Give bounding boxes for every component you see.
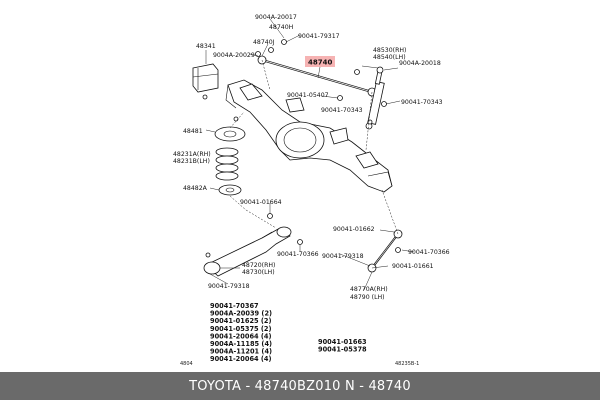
figure-id-left: 4804: [180, 361, 193, 367]
label-48740J: 48740J: [253, 39, 275, 46]
label-90041-01662: 90041-01662: [333, 226, 375, 233]
label-90041-79318-a: 90041-79318: [208, 283, 250, 290]
legend-left-row-1: 9004A-20039 (2): [210, 310, 272, 318]
legend-left-row-0: 90041-70367: [210, 302, 259, 310]
label-48740H: 48740H: [269, 24, 294, 31]
footer-bar: TOYOTA - 48740BZ010 N - 48740: [0, 372, 600, 400]
label-90041-79318-b: 90041-79318: [322, 253, 364, 260]
legend-left-row-5: 9004A-11185 (4): [210, 340, 272, 348]
legend-right-row-1: 90041-05378: [318, 346, 367, 354]
label-90041-70366-a: 90041-70366: [277, 251, 319, 258]
label-48720: 48720(RH): [242, 262, 275, 269]
label-48341: 48341: [196, 43, 216, 50]
label-90041-70343-b: 90041-70343: [401, 99, 443, 106]
dashed-guides: [229, 59, 399, 235]
legend-left-row-4: 90041-20064 (4): [210, 332, 272, 340]
legend-left-row-6: 9004A-11201 (4): [210, 348, 272, 356]
parts-diagram: 48740: [173, 14, 450, 367]
hardware: [205, 39, 401, 258]
label-9004A-20029: 9004A-20029: [213, 52, 255, 59]
highlight-part-number: 48740: [308, 59, 332, 67]
legend-right-row-0: 90041-01663: [318, 338, 367, 346]
label-90041-05407: 90041-05407: [287, 92, 329, 99]
bushing-48341: [192, 63, 219, 100]
figure-id-right: 48235B-1: [395, 361, 419, 367]
highlight-box: 48740: [305, 56, 335, 79]
spring-insulator: [218, 184, 242, 196]
label-90041-01664: 90041-01664: [240, 199, 282, 206]
footer-text: TOYOTA - 48740BZ010 N - 48740: [189, 378, 411, 394]
part-labels: 9004A-20017 48740H 90041-79317 48740J 48…: [173, 14, 450, 301]
label-48790: 48790 (LH): [350, 294, 385, 301]
label-48481: 48481: [183, 128, 203, 135]
label-9004A-20017: 9004A-20017: [255, 14, 297, 21]
lower-control-arm: [203, 226, 292, 277]
label-90041-79317: 90041-79317: [298, 33, 340, 40]
label-48231B: 48231B(LH): [173, 158, 210, 165]
coil-spring: [215, 147, 239, 181]
label-48540: 48540(LH): [373, 54, 406, 61]
axle-housing: [225, 79, 393, 193]
label-48482A: 48482A: [183, 185, 208, 192]
label-9004A-20018: 9004A-20018: [399, 60, 441, 67]
label-48730: 48730(LH): [242, 269, 275, 276]
shock-absorber: [365, 66, 385, 130]
label-48770A: 48770A(RH): [350, 286, 388, 293]
label-90041-70366-b: 90041-70366: [408, 249, 450, 256]
spring-seat-48481: [214, 126, 246, 142]
label-90041-70343-a: 90041-70343: [321, 107, 363, 114]
label-48530: 48530(RH): [373, 47, 406, 54]
legend-left-row-3: 90041-05375 (2): [210, 325, 272, 333]
legend-left-row-2: 90041-01625 (2): [210, 317, 272, 325]
leader-lines: [205, 18, 415, 291]
legend-left-row-7: 90041-20064 (4): [210, 355, 272, 363]
label-90041-01661: 90041-01661: [392, 263, 434, 270]
label-48231A: 48231A(RH): [173, 151, 211, 158]
